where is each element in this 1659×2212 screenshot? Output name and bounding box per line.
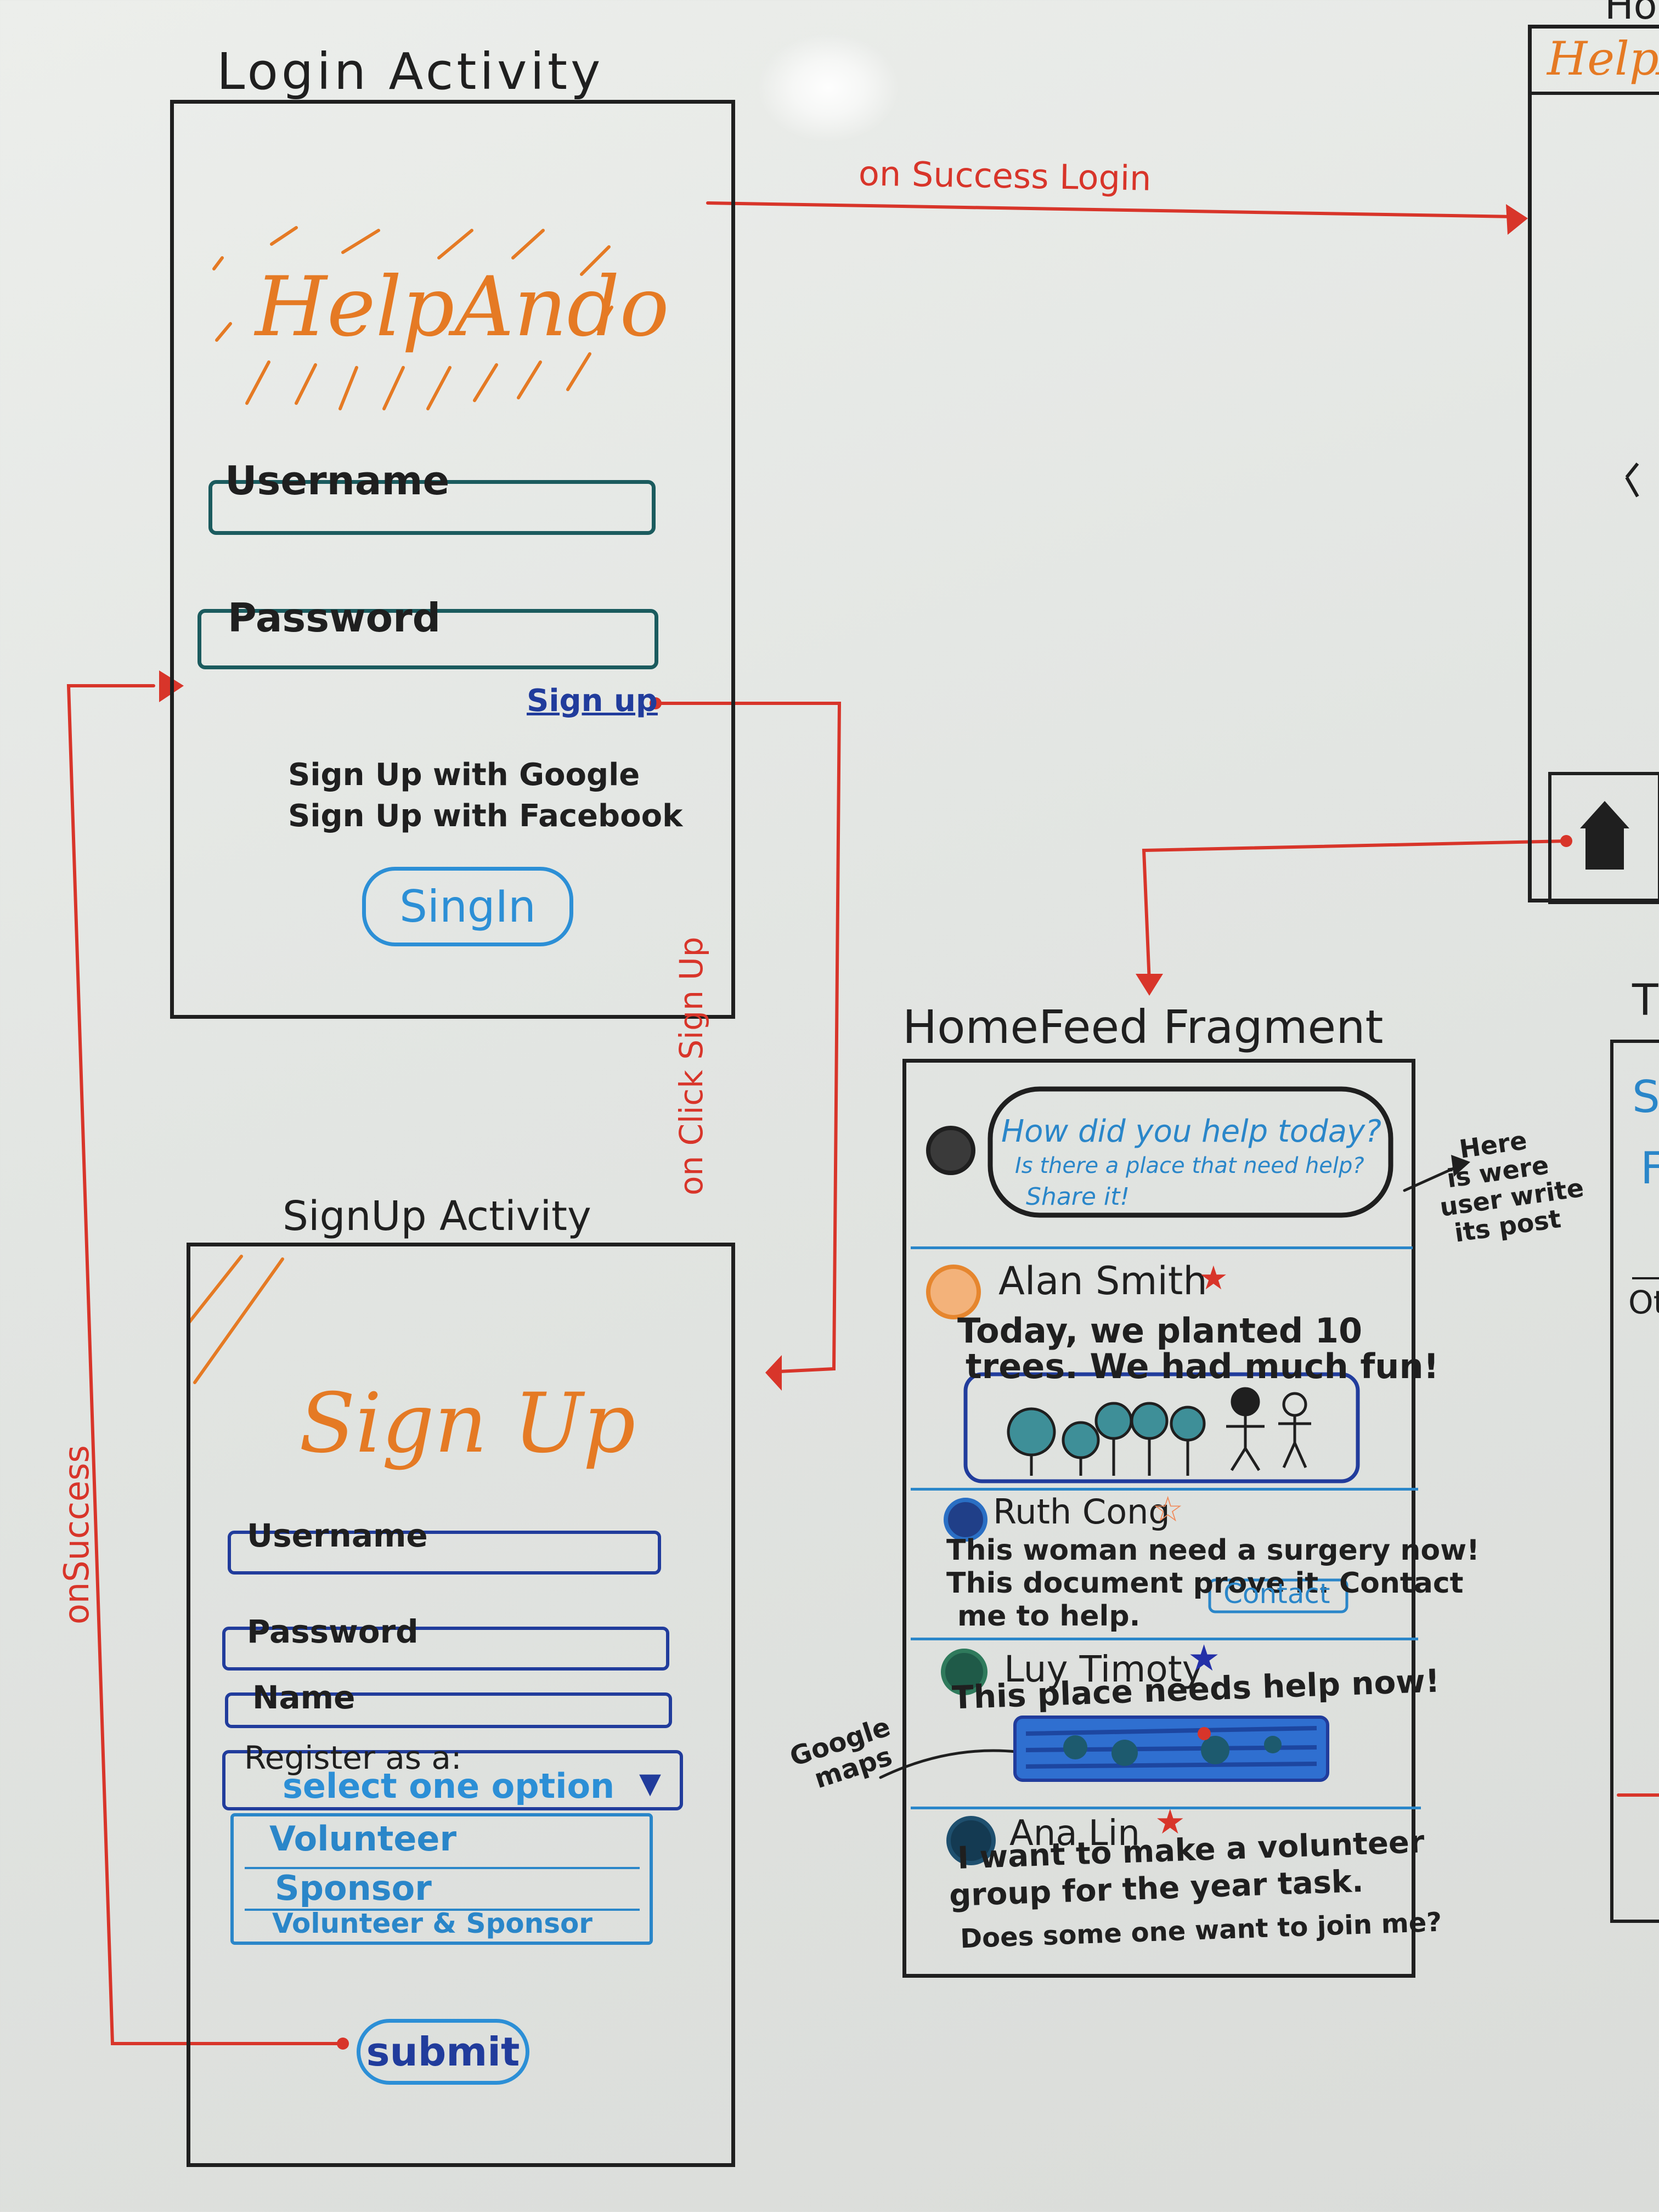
light-glare (757, 33, 900, 143)
submit-button[interactable]: submit (357, 2019, 529, 2085)
login-activity-title: Login Activity (217, 42, 604, 101)
signup-link[interactable]: Sign up (527, 683, 658, 719)
contact-button[interactable]: Contact (1223, 1578, 1330, 1610)
option-volunteer-sponsor[interactable]: Volunteer & Sponsor (272, 1908, 592, 1939)
chevron-down-icon[interactable]: ▼ (639, 1767, 661, 1800)
option-sponsor[interactable]: Sponsor (275, 1868, 432, 1908)
post3-author[interactable]: Luy Timoty (1004, 1648, 1204, 1690)
contact-box (1208, 1578, 1348, 1613)
home-icon-shape (1580, 801, 1629, 870)
post2-author[interactable]: Ruth Cong (993, 1492, 1170, 1532)
user-avatar-icon (926, 1126, 975, 1175)
arrowhead-success-login (1506, 204, 1528, 235)
homefeed-frame (902, 1059, 1415, 1978)
post4-star-icon: ★ (1155, 1802, 1186, 1842)
feed-divider (911, 1638, 1418, 1640)
register-as-select[interactable] (222, 1750, 683, 1810)
post2-text3: me to help. (957, 1600, 1141, 1633)
post4-author[interactable]: Ana Lin (1009, 1813, 1140, 1854)
feed-divider (911, 1246, 1413, 1249)
post-prompt-bubble (988, 1086, 1393, 1218)
signup-username-field[interactable] (228, 1531, 661, 1575)
right-app-header: HelpA (1547, 32, 1659, 86)
feed-divider (911, 1807, 1421, 1809)
right-letter-s: S (1632, 1071, 1659, 1122)
post-prompt-line2: Is there a place that need help? (1015, 1153, 1364, 1178)
post1-star-icon: ★ (1199, 1259, 1228, 1297)
signup-activity-frame (187, 1243, 735, 2167)
right-letter-ot: Ot (1628, 1284, 1659, 1321)
login-username-label: Username (225, 458, 450, 504)
signin-button[interactable]: SingIn (362, 867, 573, 946)
right-second-frame (1610, 1040, 1659, 1923)
trees-drawing (1007, 1387, 1311, 1476)
signup-name-field[interactable] (225, 1692, 672, 1728)
arrow-success-login (706, 201, 1516, 218)
signup-google-button[interactable]: Sign Up with Google (288, 757, 640, 793)
post-annotation: Here is were user write its post (1431, 1121, 1589, 1248)
arrowhead-homefeed (1136, 974, 1163, 996)
google-map-image (1013, 1716, 1329, 1782)
right-letter-t: T (1632, 976, 1658, 1025)
login-username-field[interactable] (208, 480, 656, 535)
flow-label-click-signup: on Click Sign Up (673, 936, 710, 1195)
signup-activity-title: SignUp Activity (283, 1193, 591, 1240)
post1-author[interactable]: Alan Smith (998, 1259, 1207, 1304)
login-password-label: Password (228, 595, 441, 641)
main-activity-frame (1528, 25, 1659, 902)
right-fragment-title: Ho (1605, 0, 1657, 28)
alan-avatar-icon (926, 1265, 981, 1319)
arrow-home-feed (1142, 839, 1568, 984)
homefeed-title: HomeFeed Fragment (902, 1000, 1384, 1054)
trees-image-frame (963, 1372, 1360, 1483)
arrow-on-success (66, 684, 345, 2045)
login-password-field[interactable] (198, 609, 658, 669)
arrow-click-signup (654, 702, 842, 1373)
signup-password-label: Password (247, 1613, 419, 1650)
signup-username-label: Username (247, 1517, 428, 1554)
post3-star-icon: ★ (1188, 1637, 1221, 1679)
post1-text1: Today, we planted 10 (957, 1311, 1363, 1351)
post2-text1: This woman need a surgery now! (946, 1534, 1480, 1567)
post-prompt-line1[interactable]: How did you help today? (1001, 1114, 1381, 1149)
ruth-avatar-icon (944, 1498, 988, 1542)
signup-name-label: Name (252, 1679, 356, 1716)
signin-button-label: SingIn (399, 881, 536, 932)
post1-text2: trees. We had much fun! (966, 1346, 1439, 1386)
signup-password-field[interactable] (222, 1627, 669, 1671)
logo-hatching (212, 226, 613, 410)
ana-avatar-icon (946, 1816, 996, 1865)
option-volunteer[interactable]: Volunteer (269, 1819, 457, 1859)
feed-divider (911, 1488, 1418, 1491)
arrowhead-signup (765, 1355, 782, 1391)
signup-heading: Sign Up (299, 1376, 636, 1471)
luy-avatar-icon (941, 1649, 988, 1695)
login-logo: HelpAndo (255, 259, 669, 355)
flow-label-on-success: onSuccess (57, 1445, 97, 1624)
register-options-list: Volunteer Sponsor Volunteer & Sponsor (230, 1813, 653, 1945)
signup-corner-hatch (188, 1255, 284, 1384)
flow-label-success-login: on Success Login (858, 153, 1152, 199)
home-nav-box (1548, 772, 1659, 904)
right-letter-f: F (1640, 1143, 1659, 1194)
submit-button-label: submit (366, 2029, 520, 2075)
login-activity-frame (170, 100, 735, 1019)
post2-text2: This document prove it. Contact (946, 1567, 1464, 1600)
post2-star-icon: ☆ (1152, 1489, 1184, 1530)
post-prompt-line3: Share it! (1026, 1183, 1130, 1211)
register-select-placeholder: select one option (283, 1766, 615, 1806)
register-as-label: Register as a: (244, 1739, 462, 1776)
signup-facebook-button[interactable]: Sign Up with Facebook (288, 798, 683, 834)
